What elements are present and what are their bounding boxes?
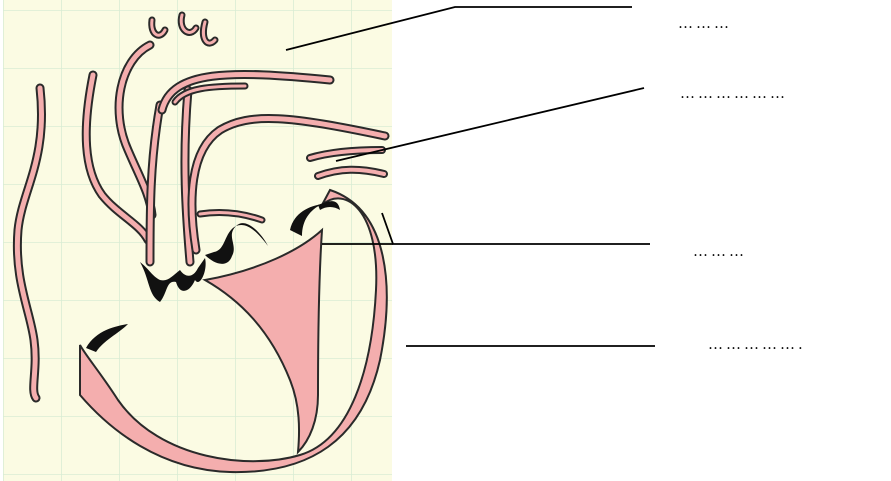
blank-label-4: ……………. [708, 335, 806, 353]
blank-label-3: ……… [693, 242, 747, 260]
blank-label-1: ……… [678, 14, 732, 32]
blank-label-2: ……………… [680, 84, 788, 102]
pointer-line-3 [382, 213, 650, 244]
